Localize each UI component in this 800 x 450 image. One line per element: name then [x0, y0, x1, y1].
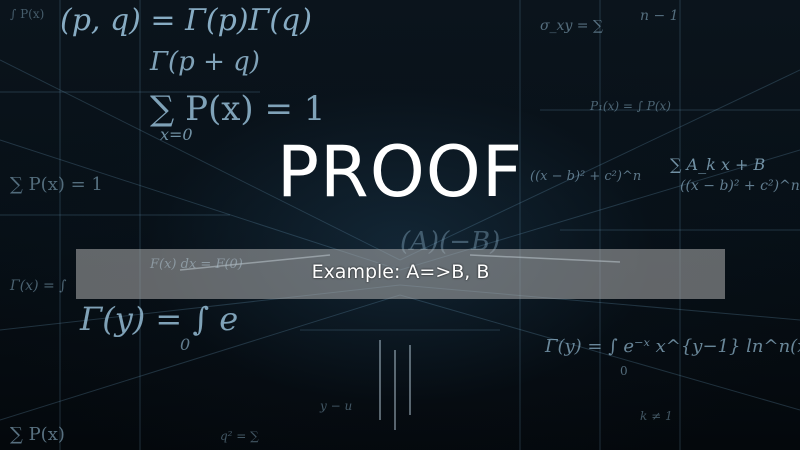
svg-text:((x − b)² + c²)^n: ((x − b)² + c²)^n [530, 169, 641, 184]
slide-title: PROOF [276, 131, 524, 213]
svg-text:σ_xy = ∑: σ_xy = ∑ [540, 18, 603, 34]
svg-text:∑ A_k x + B: ∑ A_k x + B [670, 155, 765, 174]
svg-text:k ≠ 1: k ≠ 1 [640, 409, 673, 423]
svg-text:P₁(x) = ∫ P(x): P₁(x) = ∫ P(x) [589, 99, 671, 113]
svg-text:y − u: y − u [319, 399, 352, 413]
svg-text:0: 0 [620, 364, 628, 378]
svg-text:((x − b)² + c²)^n: ((x − b)² + c²)^n [680, 178, 800, 194]
svg-text:q² = ∑: q² = ∑ [220, 429, 259, 443]
svg-text:Γ(y) = ∫ e⁻ˣ x^{y−1} ln^n(x) d: Γ(y) = ∫ e⁻ˣ x^{y−1} ln^n(x) dx [544, 336, 800, 357]
svg-text:∫ P(x): ∫ P(x) [10, 7, 44, 21]
svg-text:x=0: x=0 [160, 125, 193, 144]
svg-text:0: 0 [180, 335, 190, 354]
svg-text:n − 1: n − 1 [640, 8, 679, 24]
svg-text:∑ P(x): ∑ P(x) [10, 424, 65, 445]
subtitle-text: Example: A=>B, B [311, 261, 490, 283]
svg-text:Γ(y) = ∫ e: Γ(y) = ∫ e [79, 300, 238, 338]
svg-text:Γ(p + q): Γ(p + q) [149, 47, 260, 77]
subtitle-banner: Example: A=>B, B [76, 249, 725, 299]
svg-text:Γ(x) = ∫: Γ(x) = ∫ [9, 278, 66, 294]
svg-text:∑ P(x) = 1: ∑ P(x) = 1 [10, 174, 103, 195]
svg-text:(p, q) = Γ(p)Γ(q): (p, q) = Γ(p)Γ(q) [60, 3, 312, 38]
svg-text:∑ P(x) = 1: ∑ P(x) = 1 [150, 89, 325, 129]
